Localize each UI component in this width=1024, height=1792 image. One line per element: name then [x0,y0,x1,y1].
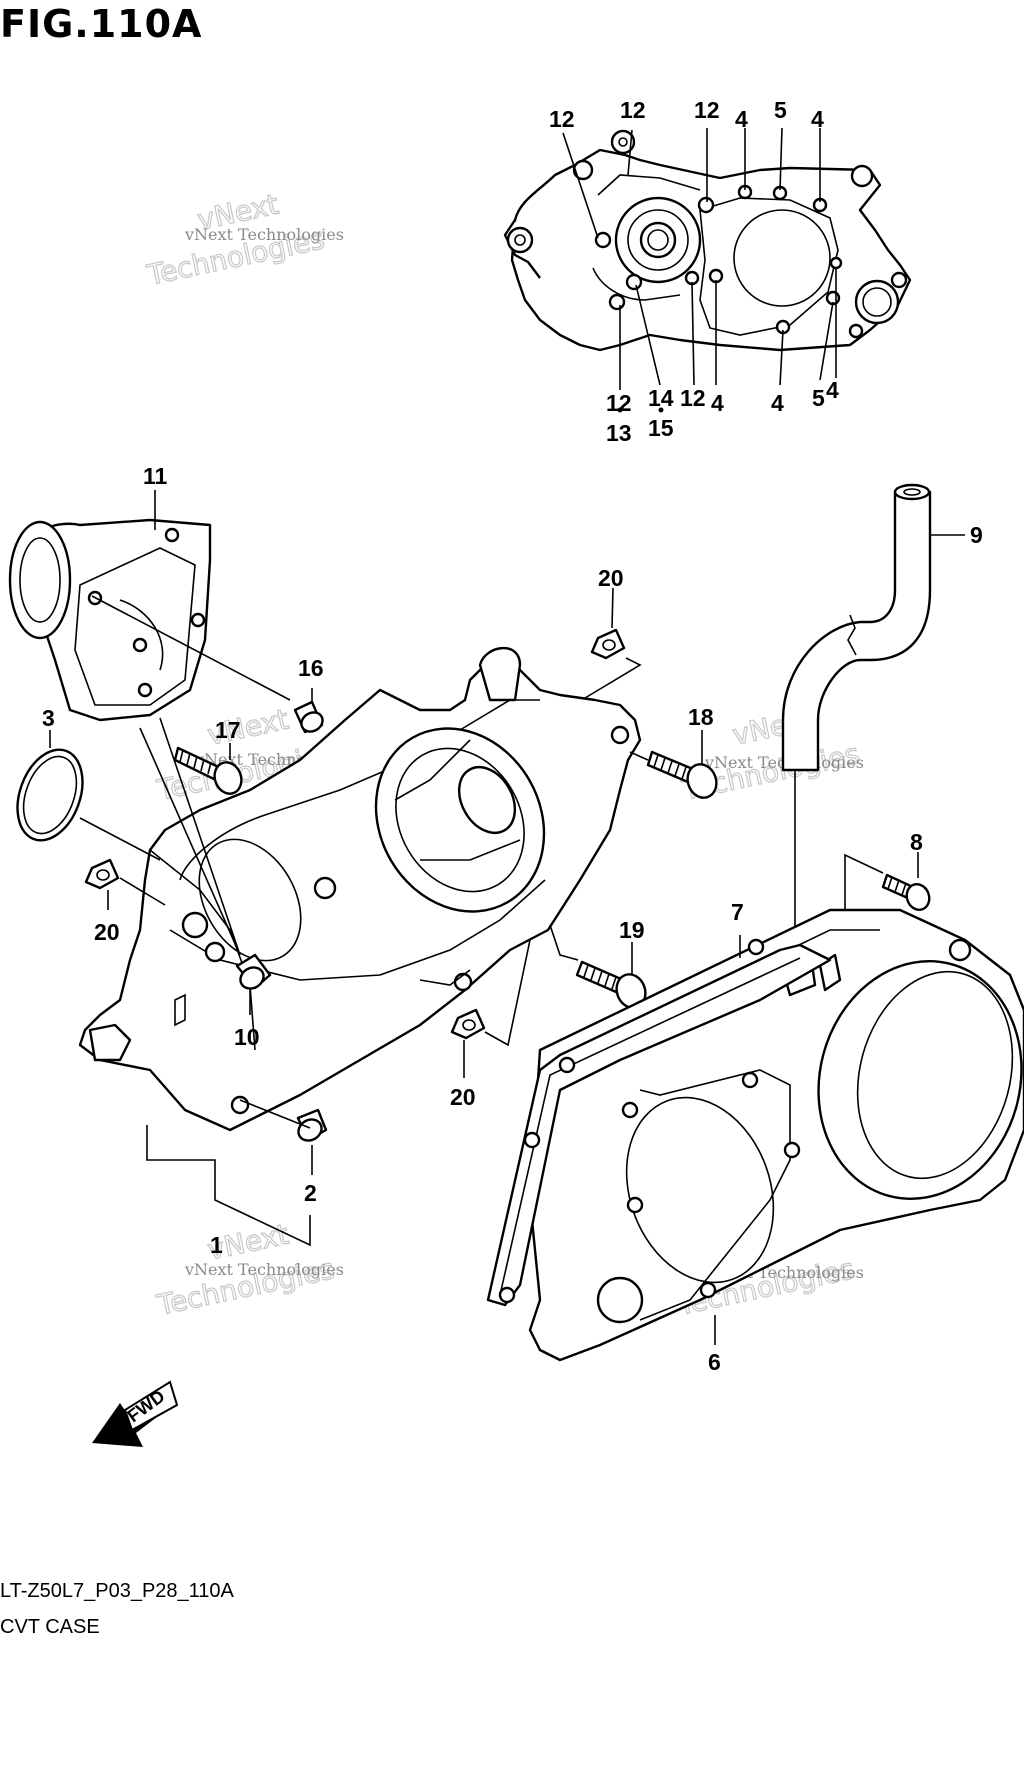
callout-12: 12 [549,106,575,132]
watermark-text: vNext Technologies [184,225,344,244]
callout-10: 10 [234,1024,260,1050]
part-10-dowel [235,953,272,990]
callout-14: 14 [648,385,674,411]
callout-4: 4 [735,106,748,132]
callout-20: 20 [450,1084,476,1110]
part-1-cvt-case [78,646,642,1132]
part-11-cover [8,518,212,722]
callout-6: 6 [708,1349,721,1375]
callout-4: 4 [771,390,784,416]
part-20-nut-c [450,1008,486,1040]
callout-20: 20 [94,919,120,945]
part-9-hose [781,483,932,772]
part-16-dowel [293,700,324,734]
callout-11: 11 [143,463,168,489]
callout-12: 12 [606,390,632,416]
part-2-dowel [296,1108,328,1142]
callout-2: 2 [304,1180,317,1206]
part-19-bolt [575,960,647,1009]
callout-16: 16 [298,655,324,681]
crankcase-leader-lines [562,127,837,413]
figure-title: FIG.110A [0,2,203,46]
diagram-code: LT-Z50L7_P03_P28_110A [0,1580,234,1602]
callout-4: 4 [811,106,824,132]
callout-12: 12 [694,97,720,123]
callout-20: 20 [598,565,624,591]
watermark-text: vNext Technologies [184,1260,344,1279]
callout-12: 12 [620,97,646,123]
callout-12: 12 [680,385,706,411]
part-20-nut-a [590,628,626,660]
callout-8: 8 [910,829,923,855]
part-3-o-ring [16,748,84,842]
part-20-nut-b [84,858,120,890]
part-6-gasket [486,938,832,1307]
crankcase-side-view [503,129,912,352]
callout-1: 1 [210,1232,223,1258]
callout-3: 3 [42,705,55,731]
callout-17: 17 [215,717,241,743]
part-8-bolt [881,873,931,911]
callout-15: 15 [648,415,674,441]
callout-5: 5 [812,385,825,411]
watermark-top: Technologies vNext vNext Technologies [143,187,344,293]
callout-labels: 12 12 12 4 5 4 12 13 14 15 12 4 4 5 4 11… [42,97,983,1375]
callout-9: 9 [970,522,983,548]
part-17-bolt [173,746,243,795]
fwd-arrow-icon: FWD [92,1380,179,1447]
callout-4: 4 [711,390,724,416]
callout-5: 5 [774,97,787,123]
part-18-bolt [646,750,718,799]
callout-4: 4 [826,377,839,403]
callout-18: 18 [688,704,714,730]
watermark-bottom-left: Technologies vNext vNext Technologies [153,1217,344,1323]
callout-19: 19 [619,917,645,943]
diagram-description: CVT CASE [0,1616,100,1638]
callout-13: 13 [606,420,632,446]
callout-7: 7 [731,899,744,925]
